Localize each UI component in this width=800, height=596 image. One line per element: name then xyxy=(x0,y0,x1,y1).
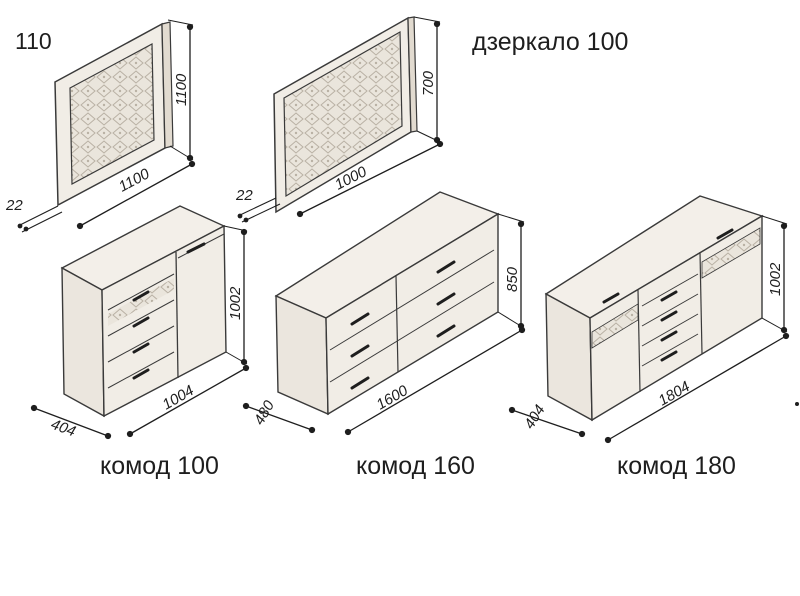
chest-100-depth-line xyxy=(30,404,112,440)
chest-160-height-label: 850 xyxy=(504,266,521,292)
chest-180-title: комод 180 xyxy=(617,452,736,480)
chest-100-width-line xyxy=(126,364,250,438)
chest-100-width-label: 1004 xyxy=(160,382,197,413)
chest-160-width-label: 1600 xyxy=(374,382,412,414)
chest-160-title: комод 160 xyxy=(356,452,475,480)
chest-100-side xyxy=(61,266,105,418)
chest-160-depth-label: 480 xyxy=(251,397,279,428)
chest-100-depth-label: 404 xyxy=(49,416,78,441)
mirror-110-depth-label: 22 xyxy=(5,197,23,214)
mirror-100-title: дзеркало 100 xyxy=(472,28,629,56)
mirror-110-title: 110 xyxy=(15,28,52,54)
mirror-110-glass xyxy=(69,43,155,185)
chest-160-depth-line xyxy=(242,402,316,434)
chest-180-depth-line xyxy=(508,406,586,438)
chest-160-width-line xyxy=(344,326,526,436)
chest-180-width-line xyxy=(604,332,790,444)
chest-180-depth-label: 404 xyxy=(521,402,549,432)
chest-180-drawing: 1002 1804 404 xyxy=(508,195,790,444)
mirror-110-width-line xyxy=(76,160,196,230)
edge-marker xyxy=(795,402,799,406)
mirror-100-depth-label: 22 xyxy=(235,187,253,204)
mirror-100-height-label: 700 xyxy=(420,70,437,96)
chest-180-height-label: 1002 xyxy=(767,262,784,296)
mirror-100-drawing: 700 1000 22 xyxy=(235,16,444,223)
mirror-110-frame-side xyxy=(161,21,174,149)
chest-180-width-label: 1804 xyxy=(656,378,693,409)
mirror-110-height-label: 1100 xyxy=(173,73,190,106)
mirror-110-drawing: 1100 1100 22 xyxy=(5,19,196,233)
chest-100-height-label: 1002 xyxy=(227,286,244,320)
chest-160-drawing: 850 1600 480 xyxy=(242,191,526,436)
chest-100-title: комод 100 xyxy=(100,452,219,480)
chest-100-drawing: 1002 1004 404 xyxy=(30,205,250,441)
mirror-100-width-line xyxy=(296,140,444,218)
